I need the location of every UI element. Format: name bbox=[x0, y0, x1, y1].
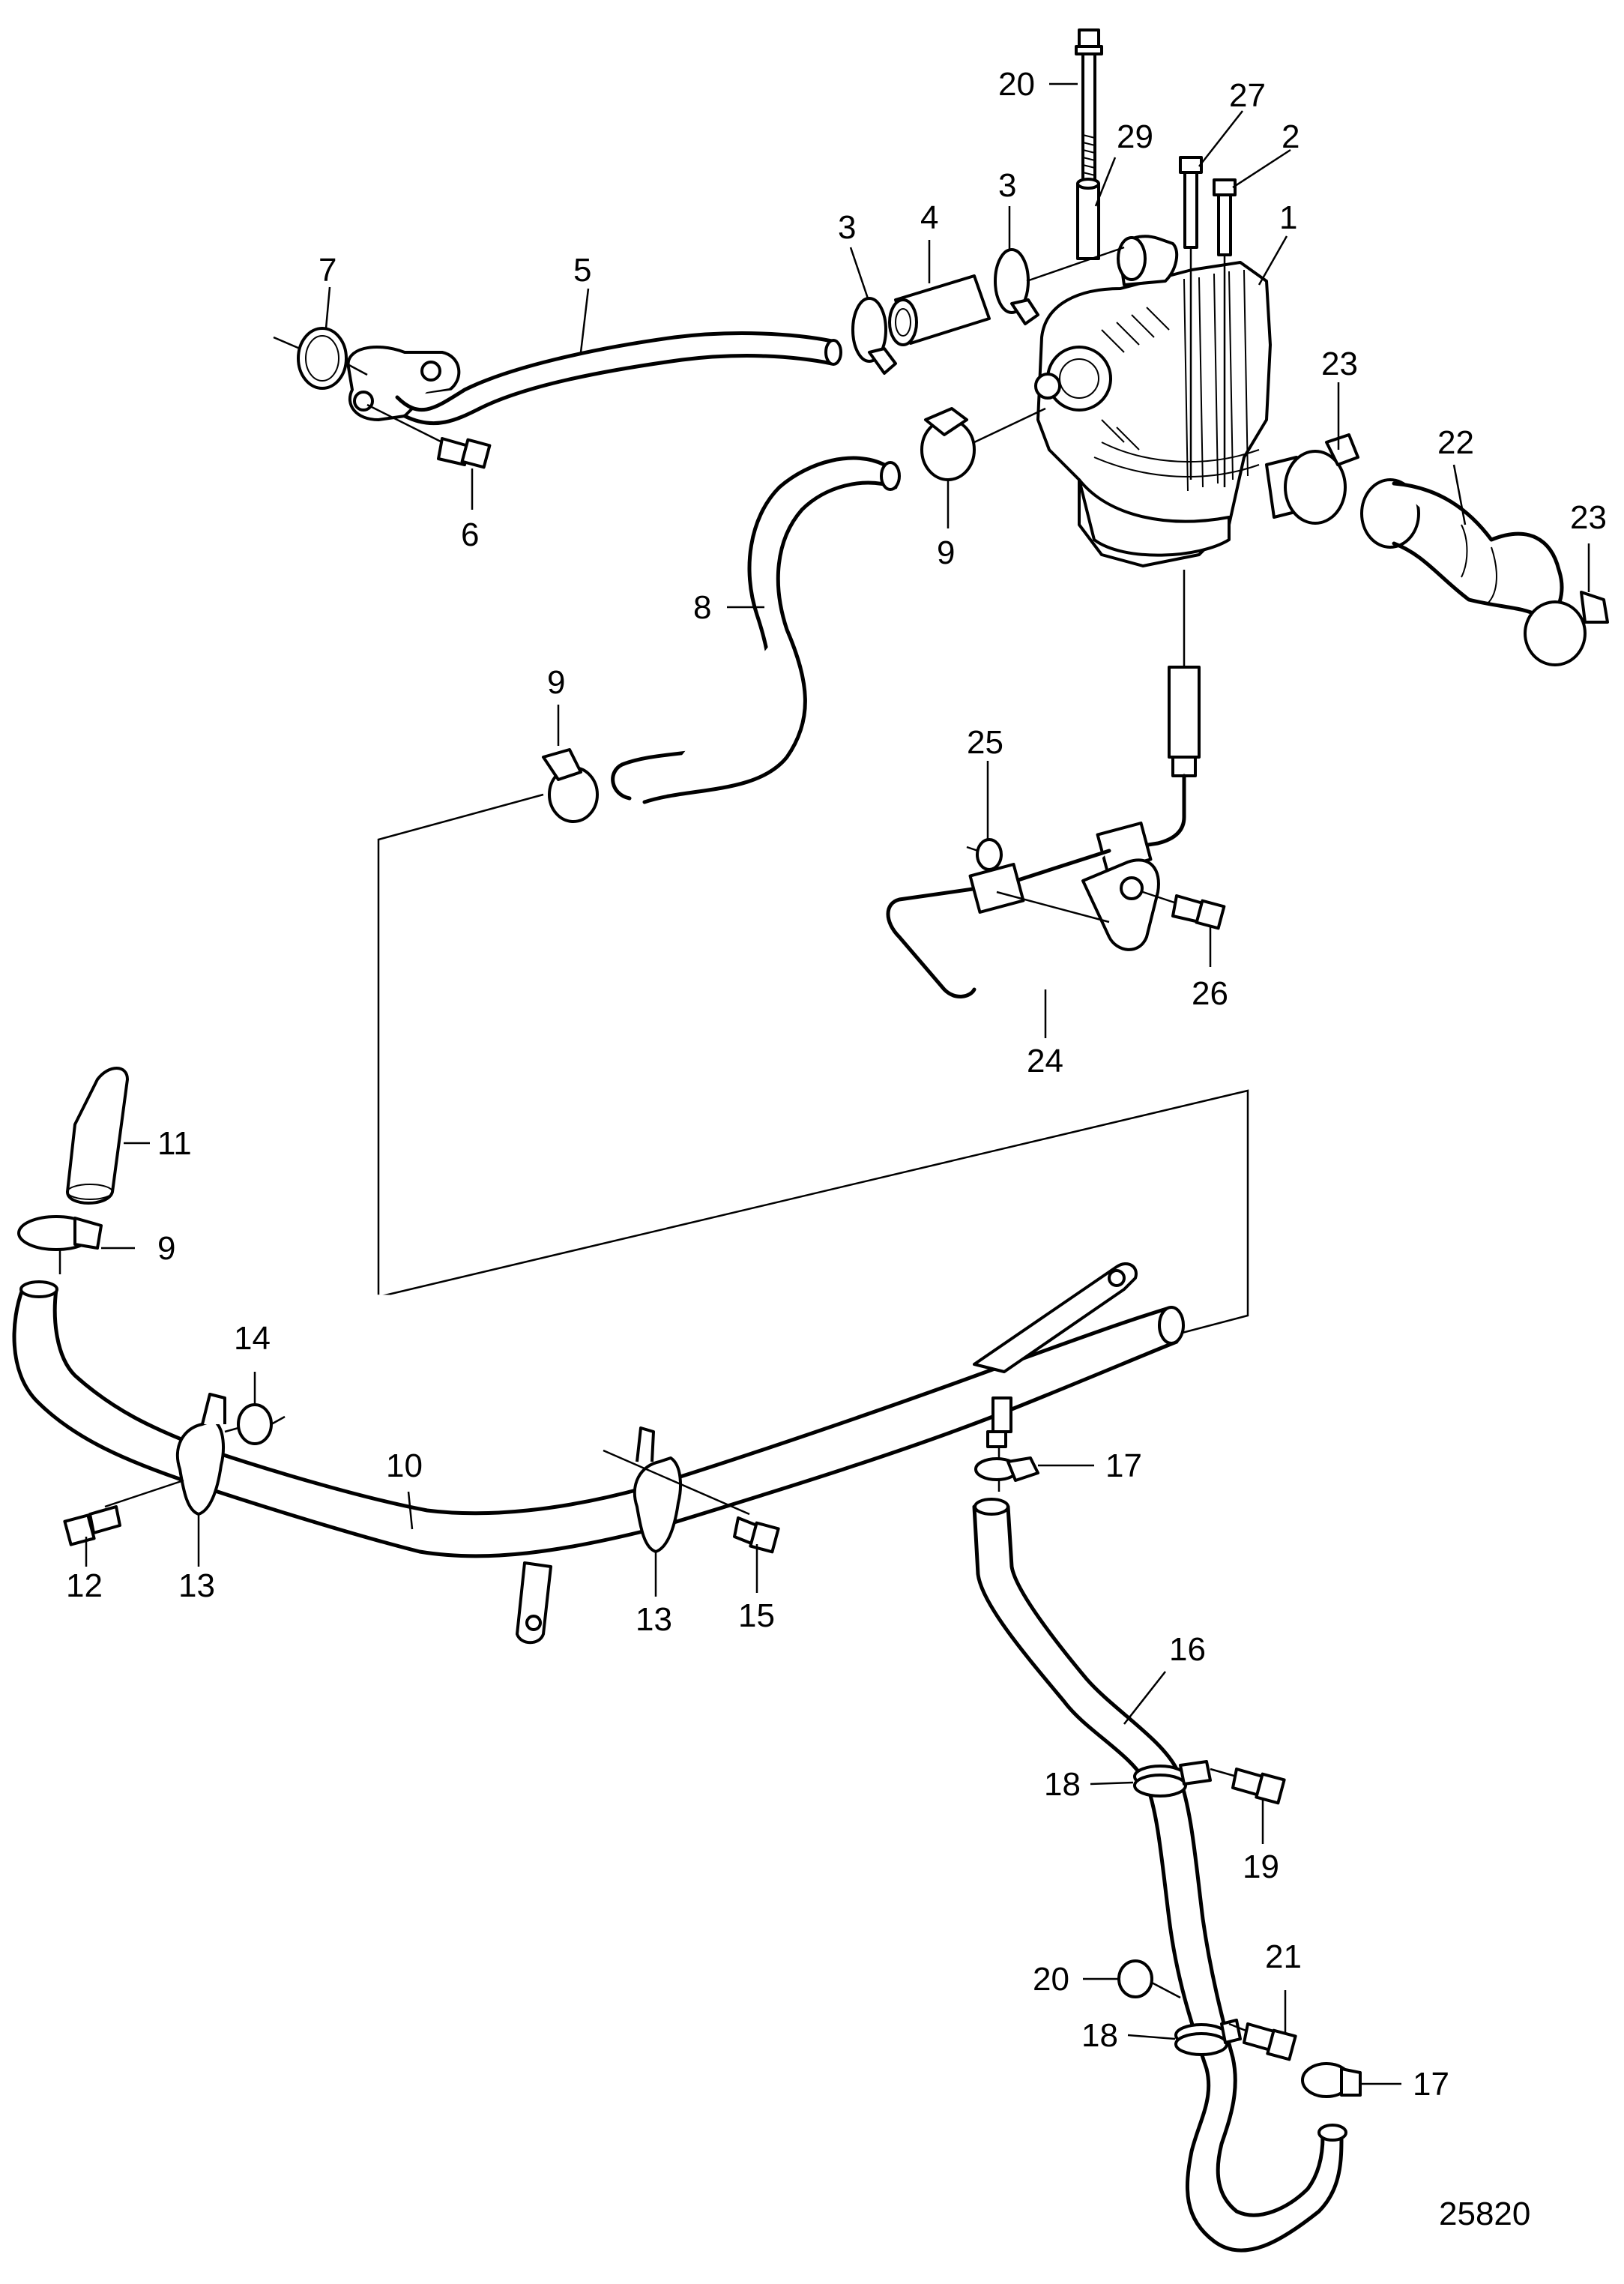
label-5: 5 bbox=[573, 252, 591, 289]
inlet-flange bbox=[346, 346, 461, 421]
clamp-23-far bbox=[1524, 591, 1609, 666]
label-20: 20 bbox=[1033, 1961, 1069, 1998]
label-21: 21 bbox=[1265, 1938, 1302, 1975]
clamp-9-upper bbox=[920, 407, 1046, 481]
label-23-near: 23 bbox=[1321, 346, 1358, 382]
label-9-middle: 9 bbox=[547, 664, 565, 701]
label-27: 27 bbox=[1229, 77, 1266, 114]
clamp-13-left bbox=[104, 1393, 226, 1516]
clamp-18-lower bbox=[1174, 2019, 1242, 2056]
label-22: 22 bbox=[1437, 424, 1474, 461]
hose-8 bbox=[611, 456, 901, 804]
clamp-17-lower bbox=[1301, 2062, 1362, 2098]
hose-22 bbox=[1360, 478, 1564, 624]
label-9-upper: 9 bbox=[937, 534, 955, 571]
label-25: 25 bbox=[967, 724, 1003, 761]
label-13-right: 13 bbox=[636, 1601, 672, 1638]
assembly-frame-lines bbox=[377, 793, 1249, 1336]
part-labels: 20 29 27 2 1 3 4 3 5 7 6 9 8 9 23 22 23 … bbox=[66, 66, 1607, 2103]
label-28: 20 bbox=[998, 66, 1035, 103]
air-pump bbox=[1034, 235, 1315, 567]
label-7: 7 bbox=[319, 252, 336, 289]
bolt-26 bbox=[1142, 891, 1226, 930]
label-3-left: 3 bbox=[838, 209, 856, 246]
label-18-upper: 18 bbox=[1044, 1766, 1081, 1803]
hose-5 bbox=[395, 331, 842, 426]
hose-11 bbox=[66, 1067, 129, 1205]
clamp-3-right bbox=[994, 246, 1125, 325]
label-2: 2 bbox=[1282, 118, 1299, 155]
drawing-number: 25820 bbox=[1439, 2196, 1530, 2232]
label-3-right: 3 bbox=[998, 167, 1016, 204]
spacer-14 bbox=[224, 1403, 286, 1445]
label-13-left: 13 bbox=[178, 1567, 215, 1604]
label-23-far: 23 bbox=[1570, 499, 1607, 536]
clamp-13-right bbox=[603, 1426, 750, 1553]
spacer-20 bbox=[1117, 1959, 1181, 1999]
clamp-18-upper bbox=[1133, 1760, 1237, 1798]
o-ring-25 bbox=[966, 838, 1003, 871]
bolt-28 bbox=[1075, 28, 1103, 183]
label-11: 11 bbox=[157, 1125, 192, 1162]
clamp-9-lower bbox=[17, 1215, 103, 1274]
label-6: 6 bbox=[461, 516, 479, 553]
clamp-23-near bbox=[1284, 433, 1359, 525]
pipe-24 bbox=[886, 570, 1201, 998]
label-10: 10 bbox=[386, 1447, 423, 1484]
bolt-27 bbox=[1179, 156, 1203, 480]
hose-16 bbox=[972, 1498, 1347, 2253]
bolt-2 bbox=[1213, 178, 1237, 487]
label-26: 26 bbox=[1192, 975, 1228, 1012]
clamp-9-middle bbox=[542, 748, 599, 823]
label-4: 4 bbox=[920, 199, 938, 236]
clamp-3-left bbox=[851, 297, 897, 375]
label-17-lower: 17 bbox=[1413, 2066, 1449, 2103]
label-15: 15 bbox=[738, 1597, 775, 1634]
label-19: 19 bbox=[1243, 1848, 1279, 1885]
label-17-upper: 17 bbox=[1105, 1447, 1142, 1484]
label-8: 8 bbox=[693, 589, 711, 626]
bolt-21 bbox=[1228, 2022, 1297, 2061]
label-18-lower: 18 bbox=[1081, 2017, 1118, 2054]
label-14: 14 bbox=[234, 1320, 271, 1357]
leader-lines bbox=[85, 82, 1590, 2085]
pipe-10 bbox=[12, 1262, 1185, 1645]
bolt-19 bbox=[1231, 1768, 1286, 1805]
hose-16-top-fitting bbox=[974, 1430, 1039, 1492]
label-16: 16 bbox=[1169, 1631, 1206, 1668]
spacer-sleeve-29 bbox=[1076, 178, 1100, 260]
label-1: 1 bbox=[1279, 199, 1297, 236]
label-12: 12 bbox=[66, 1567, 103, 1604]
bolt-6 bbox=[366, 403, 492, 469]
bolt-12 bbox=[63, 1505, 121, 1546]
hose-4 bbox=[888, 274, 991, 346]
label-24: 24 bbox=[1027, 1043, 1063, 1079]
label-9-lower: 9 bbox=[157, 1230, 175, 1267]
seal-ring-7 bbox=[273, 327, 368, 390]
label-29: 29 bbox=[1117, 118, 1153, 155]
